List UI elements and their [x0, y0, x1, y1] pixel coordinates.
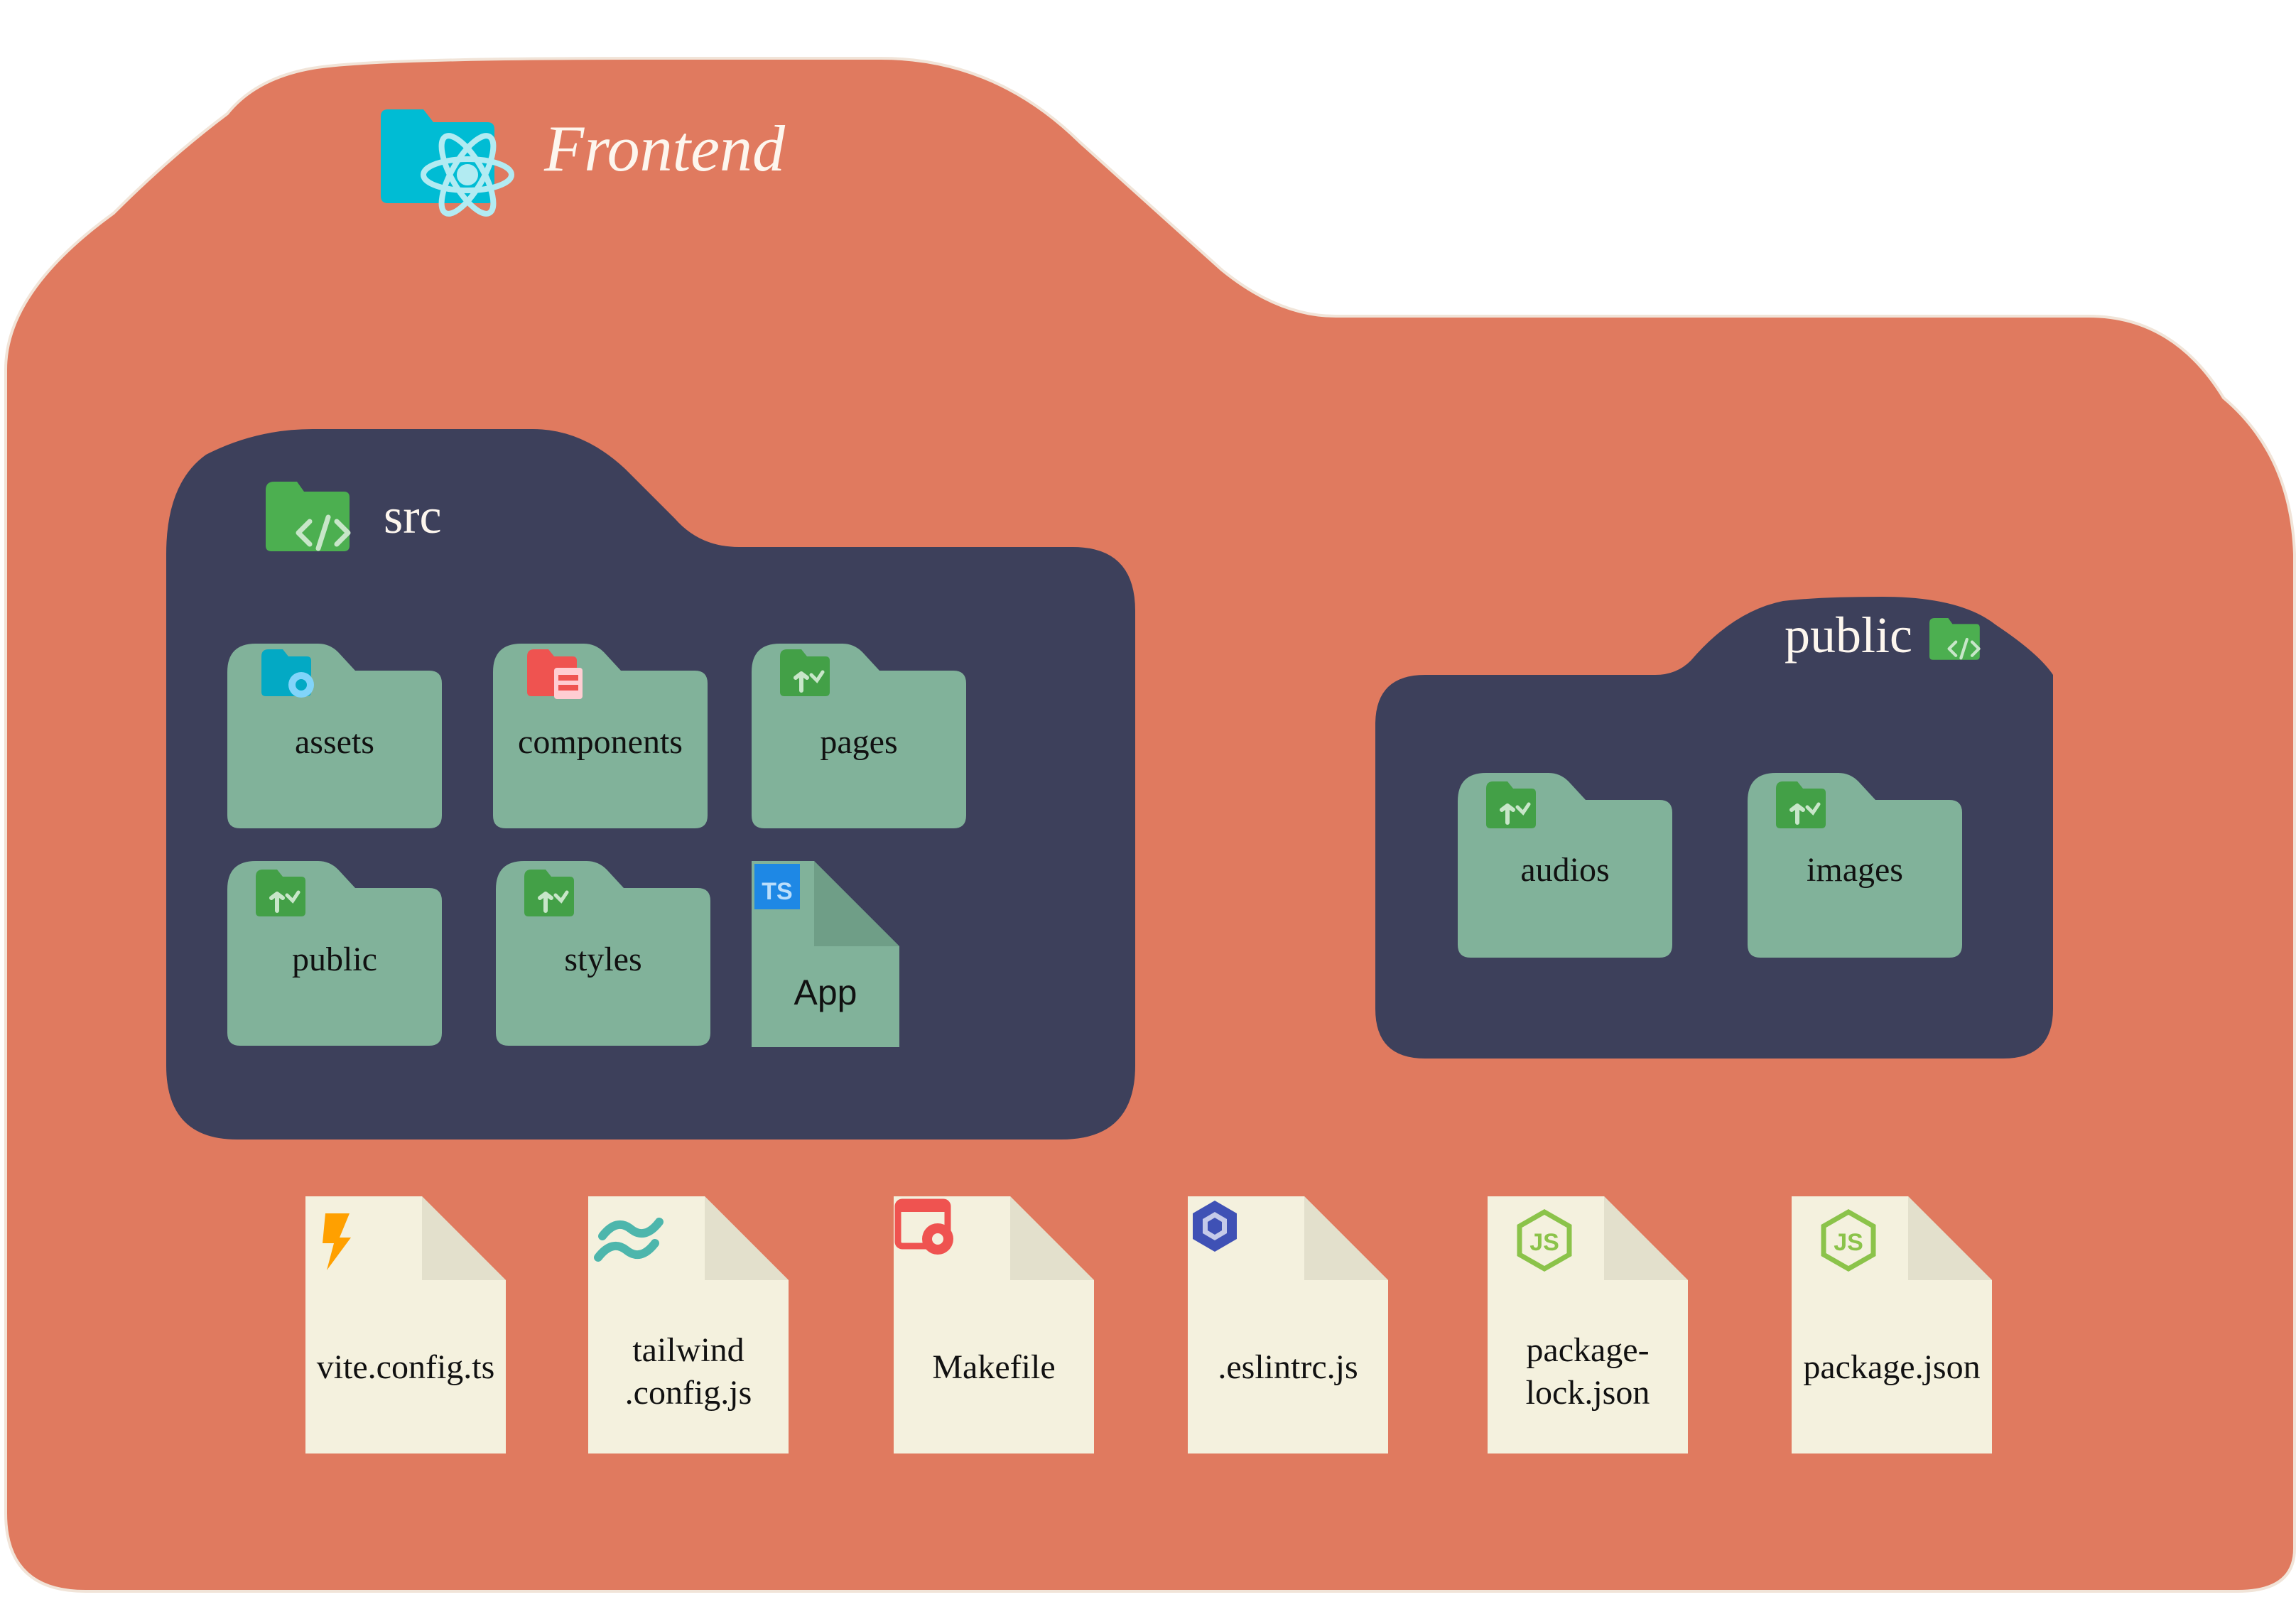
public-folder: public audios images	[1375, 597, 2053, 1059]
root-files: vite.config.ts tailwind .config.js Makef…	[305, 1196, 1992, 1453]
svg-text:JS: JS	[1529, 1229, 1559, 1256]
folder-audios[interactable]: audios	[1458, 773, 1672, 958]
file-label-line2: lock.json	[1526, 1374, 1650, 1412]
file-label: App	[794, 973, 857, 1012]
file-label: .eslintrc.js	[1218, 1348, 1358, 1386]
folder-label: public	[292, 941, 377, 978]
file-tailwind-config[interactable]: tailwind .config.js	[588, 1196, 789, 1453]
folder-label: assets	[295, 723, 374, 761]
file-package-json[interactable]: JS package.json	[1792, 1196, 1992, 1453]
eslint-icon	[1193, 1201, 1237, 1252]
folder-label: audios	[1520, 851, 1609, 889]
file-eslintrc[interactable]: .eslintrc.js	[1188, 1196, 1388, 1453]
nodejs-icon: JS	[1517, 1208, 1572, 1272]
folder-assets[interactable]: assets	[227, 644, 442, 828]
code-folder-icon	[266, 482, 350, 551]
react-folder-icon	[381, 109, 514, 217]
file-makefile[interactable]: Makefile	[894, 1196, 1094, 1453]
folder-styles[interactable]: styles	[496, 861, 710, 1046]
file-label: package.json	[1803, 1348, 1980, 1386]
folder-public-src[interactable]: public	[227, 861, 442, 1046]
file-label: vite.config.ts	[317, 1348, 495, 1386]
file-label-line1: tailwind	[632, 1331, 744, 1369]
folder-pages[interactable]: pages	[752, 644, 966, 828]
tailwind-icon	[594, 1218, 664, 1262]
settings-window-icon	[894, 1198, 953, 1255]
src-folder: src assets components	[166, 429, 1135, 1139]
file-package-lock[interactable]: JS package- lock.json	[1488, 1196, 1688, 1453]
public-title: public	[1785, 607, 1912, 664]
folder-label: images	[1807, 851, 1903, 889]
svg-text:JS: JS	[1834, 1229, 1863, 1256]
nodejs-icon: JS	[1821, 1208, 1876, 1272]
folder-components[interactable]: components	[493, 644, 708, 828]
folder-images[interactable]: images	[1748, 773, 1962, 958]
code-folder-icon	[1929, 618, 1980, 660]
folder-label: components	[518, 723, 683, 761]
file-label-line1: package-	[1526, 1331, 1649, 1369]
folder-label: pages	[820, 723, 897, 761]
frontend-title: Frontend	[543, 112, 786, 185]
folder-label: styles	[564, 941, 641, 978]
vite-lightning-icon	[323, 1213, 351, 1270]
typescript-icon-text: TS	[762, 878, 792, 905]
file-vite-config[interactable]: vite.config.ts	[305, 1196, 506, 1453]
src-title: src	[384, 489, 442, 544]
gear-folder-icon	[261, 649, 314, 698]
file-label-line2: .config.js	[625, 1374, 752, 1412]
file-label: Makefile	[932, 1348, 1055, 1386]
components-folder-icon	[527, 649, 583, 699]
file-app[interactable]: TS App	[752, 861, 899, 1047]
typescript-icon: TS	[754, 864, 800, 909]
